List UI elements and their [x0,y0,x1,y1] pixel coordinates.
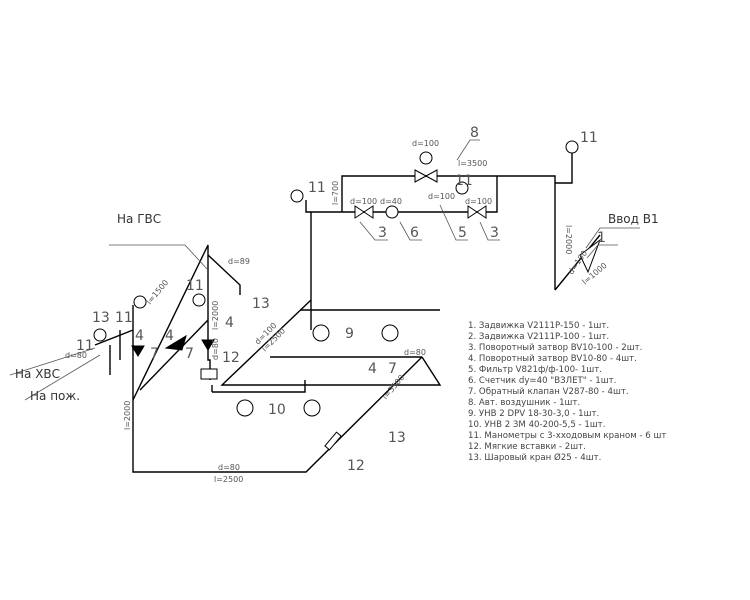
labels-d100c: d=100 [428,192,455,201]
callouts-n7b: 7 [185,346,194,362]
callouts-n3a: 3 [378,225,387,241]
callouts-n13b: 13 [252,296,270,312]
labels-vvod: Ввод В1 [608,212,659,226]
callouts-n13a: 13 [92,310,110,326]
butterfly-valve-icon [467,205,487,219]
manometer-icon [93,328,107,342]
legend-8: 9. УНВ 2 DPV 18-30-3,0 - 1шт. [468,409,599,419]
callouts-n1: 1 [597,230,606,246]
callouts-n11e: 11 [115,310,133,326]
labels-l2000a: l=2000 [211,301,220,330]
legend-7: 8. Авт. воздушник - 1шт. [468,398,580,408]
legend-10: 11. Манометры с 3-хходовым краном - 6 шт [468,431,666,441]
manometer-icon [133,295,147,309]
flow-meter-icon [385,205,399,219]
butterfly-valve-icon [354,205,374,219]
legend-0: 1. Задвижка V2111P-150 - 1шт. [468,321,609,331]
labels-d80a: d=80 [404,348,426,357]
check-valve-icon [164,334,187,351]
callouts-n4a: 4 [165,328,174,344]
legend-11: 12. Мягкие вставки - 2шт. [468,442,586,452]
callout-numbers: 1 3 3 6 5 8 11 11 11 11 11 11 13 13 13 4… [76,125,606,474]
labels-l2000r: l=2000 [564,225,573,254]
legend-12: 13. Шаровый кран Ø25 - 4шт. [468,452,601,463]
check-valve-icon [131,345,145,357]
legend-2: 3. Поворотный затвор BV10-100 - 2шт. [468,343,642,353]
callouts-n7c: 7 [388,361,397,377]
pump-icon [312,324,330,342]
labels-d100top: d=100 [412,139,439,148]
callouts-n11b: 11 [455,173,473,189]
callouts-n11a: 11 [580,130,598,146]
callouts-n11c: 11 [308,180,326,196]
callouts-n3b: 3 [490,225,499,241]
labels-l2500b: l=2500 [214,475,243,484]
flexible-insert-icon [200,368,218,380]
callouts-n4c: 4 [225,315,234,331]
labels-na_pozh: На пож. [30,389,80,403]
callouts-n12b: 12 [347,458,365,474]
callouts-n8: 8 [470,125,479,141]
manometer-icon [455,181,469,195]
leaders [9,139,640,401]
callouts-n11f: 11 [76,338,94,354]
labels-d80p: d=80 [65,351,87,360]
outlet-labels: На ГВС На ХВС На пож. Ввод В1 [15,212,659,403]
legend-3: 4. Поворотный затвор BV10-80 - 4шт. [468,354,637,364]
callouts-n5: 5 [458,225,467,241]
pump-icon [381,324,399,342]
callouts-n9: 9 [345,326,354,342]
callouts-n7a: 7 [150,346,159,362]
fittings [93,140,602,451]
labels-l3500m: l=3500 [381,373,407,401]
labels-d100d: d=100 [465,197,492,206]
legend-9: 10. УНВ 2 ЗМ 40-200-5,5 - 1шт. [468,420,605,430]
callouts-n6: 6 [410,225,419,241]
labels-l3500top: l=3500 [458,159,487,168]
labels-l1500: l=1500 [145,278,171,306]
legend-5: 6. Счетчик dy=40 "ВЗЛЕТ" - 1шт. [468,376,616,386]
callouts-n12a: 12 [222,350,240,366]
labels-na_gvs: На ГВС [117,212,161,226]
labels-d100a: d=100 [350,197,377,206]
pump-icon [303,399,321,417]
callouts-n13c: 13 [388,430,406,446]
callouts-n10: 10 [268,402,286,418]
flexible-insert-icon [324,431,342,451]
labels-na_hvs: На ХВС [15,367,60,381]
labels-d80v: d=80 [211,338,220,360]
pump-icon [236,399,254,417]
manometer-icon [290,189,304,203]
callouts-n4d: 4 [368,361,377,377]
labels-d40: d=40 [380,197,402,206]
legend: 1. Задвижка V2111P-150 - 1шт. 2. Задвижк… [468,321,666,463]
labels-d89: d=89 [228,257,250,266]
labels-l700: l=700 [331,181,340,205]
callouts-n4b: 4 [135,328,144,344]
manometer-icon [192,293,206,307]
manometer-icon [565,140,579,154]
labels-d80b: d=80 [218,463,240,472]
legend-6: 7. Обратный клапан V287-80 - 4шт. [468,387,629,397]
gauge-icon [419,151,433,165]
check-valve-icon [201,339,215,351]
legend-4: 5. Фильтр V821ф/ф-100- 1шт. [468,365,602,375]
legend-1: 2. Задвижка V2111P-100 - 1шт. [468,332,609,342]
callouts-n11d: 11 [186,278,204,294]
gate-valve-icon [414,169,438,183]
labels-l2000l: l=2000 [123,401,132,430]
pipes [94,152,601,473]
